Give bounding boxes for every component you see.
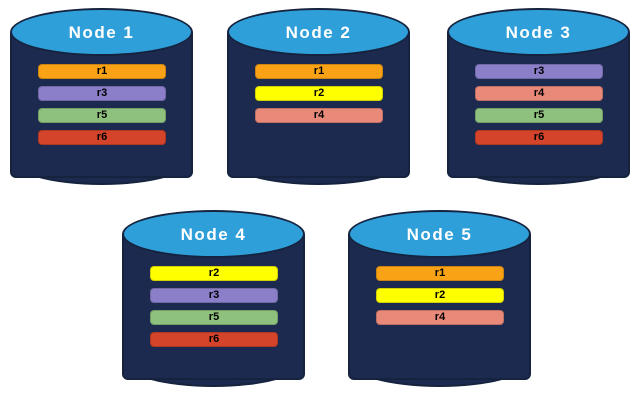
replica-shard-bar[interactable]: r5 [475,108,603,123]
replica-shard-bar[interactable]: r4 [475,86,603,101]
database-node-cylinder[interactable]: Node 3 r3 r4 r5 r6 [447,8,630,188]
replica-shard-bar[interactable]: r5 [150,310,278,325]
replica-shard-list: r1 r3 r5 r6 [38,64,166,145]
node-title-label: Node 1 [68,22,135,42]
node-title-label: Node 4 [180,224,247,244]
database-node-cylinder[interactable]: Node 1 r1 r3 r5 r6 [10,8,193,188]
database-node-cylinder[interactable]: Node 4 r2 r3 r5 r6 [122,210,305,390]
node-title-label: Node 5 [406,224,473,244]
cylinder-top-ellipse: Node 2 [227,8,410,56]
replica-shard-bar[interactable]: r6 [38,130,166,145]
cylinder-top-ellipse: Node 3 [447,8,630,56]
node-title-label: Node 2 [285,22,352,42]
cylinder-body [348,230,531,380]
replica-shard-bar[interactable]: r6 [150,332,278,347]
replica-shard-bar[interactable]: r2 [376,288,504,303]
replica-shard-bar[interactable]: r1 [255,64,383,79]
replica-shard-bar[interactable]: r4 [255,108,383,123]
node-title-label: Node 3 [505,22,572,42]
replica-shard-bar[interactable]: r2 [255,86,383,101]
database-node-cylinder[interactable]: Node 5 r1 r2 r4 [348,210,531,390]
database-node-cylinder[interactable]: Node 2 r1 r2 r4 [227,8,410,188]
replica-shard-list: r3 r4 r5 r6 [475,64,603,145]
replica-shard-bar[interactable]: r5 [38,108,166,123]
replica-shard-list: r1 r2 r4 [376,266,504,325]
replica-shard-bar[interactable]: r6 [475,130,603,145]
replica-shard-bar[interactable]: r4 [376,310,504,325]
cylinder-top-ellipse: Node 4 [122,210,305,258]
replica-shard-list: r2 r3 r5 r6 [150,266,278,347]
replica-shard-bar[interactable]: r3 [150,288,278,303]
cylinder-top-ellipse: Node 5 [348,210,531,258]
replica-shard-bar[interactable]: r1 [38,64,166,79]
replica-shard-list: r1 r2 r4 [255,64,383,123]
replica-shard-bar[interactable]: r3 [475,64,603,79]
replica-shard-bar[interactable]: r2 [150,266,278,281]
replica-shard-bar[interactable]: r3 [38,86,166,101]
cylinder-top-ellipse: Node 1 [10,8,193,56]
replica-shard-bar[interactable]: r1 [376,266,504,281]
